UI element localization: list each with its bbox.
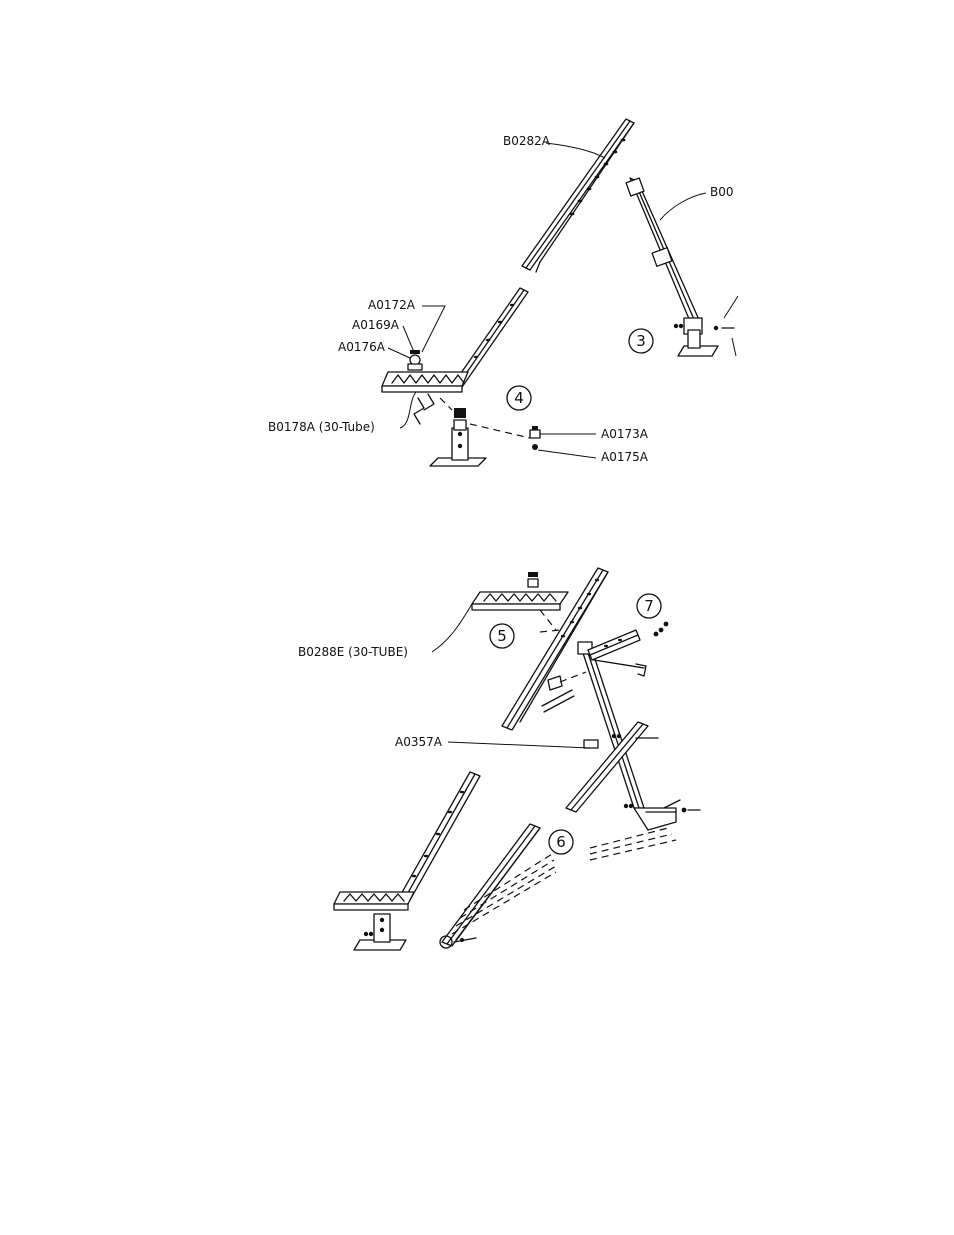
rear-leg-assembly [541,621,701,831]
dashed-panel-right [589,827,677,861]
svg-text:3: 3 [636,332,646,350]
label-a0173a: A0173A [601,427,649,441]
label-b00: B00 [710,185,734,199]
lower-rail-left [333,771,481,911]
upper-rail-b0282a [521,118,635,273]
svg-text:7: 7 [644,597,654,615]
svg-text:4: 4 [514,389,524,407]
step-badge-3: 3 [628,328,654,354]
svg-text:5: 5 [497,627,507,645]
diagonal-rail-lower [439,823,541,949]
cross-rail-b0178a [381,350,469,425]
label-a0357a: A0357A [395,735,443,749]
hardware-a0173a-a0175a [529,426,541,450]
label-a0176a: A0176A [338,340,386,354]
support-post-lower-left [353,913,407,951]
label-b0282a: B0282A [503,134,551,148]
step-badge-4: 4 [506,385,532,411]
assembly-diagram-bottom: B0288E (30-TUBE) A0357A 5 7 6 [298,567,701,951]
diagonal-rail-upper [501,567,609,731]
label-a0175a: A0175A [601,450,649,464]
dashed-panel-left [451,853,557,935]
leader-lines-bottom [431,603,591,749]
step-badge-6: 6 [548,829,574,855]
label-a0172a: A0172A [368,298,416,312]
support-post-left [429,408,531,467]
rear-leg-b00 [625,177,739,357]
svg-text:6: 6 [556,833,566,851]
step-badge-7: 7 [636,593,662,619]
label-b0178a: B0178A (30-Tube) [268,420,375,434]
leader-lines-top [387,142,707,459]
cross-rail-b0288e [471,572,569,633]
assembly-diagram-top: B0282A B00 A0172A A0169A A0176A B0178A (… [268,118,739,467]
label-a0169a: A0169A [352,318,400,332]
step-badge-5: 5 [489,623,515,649]
label-b0288e: B0288E (30-TUBE) [298,645,408,659]
